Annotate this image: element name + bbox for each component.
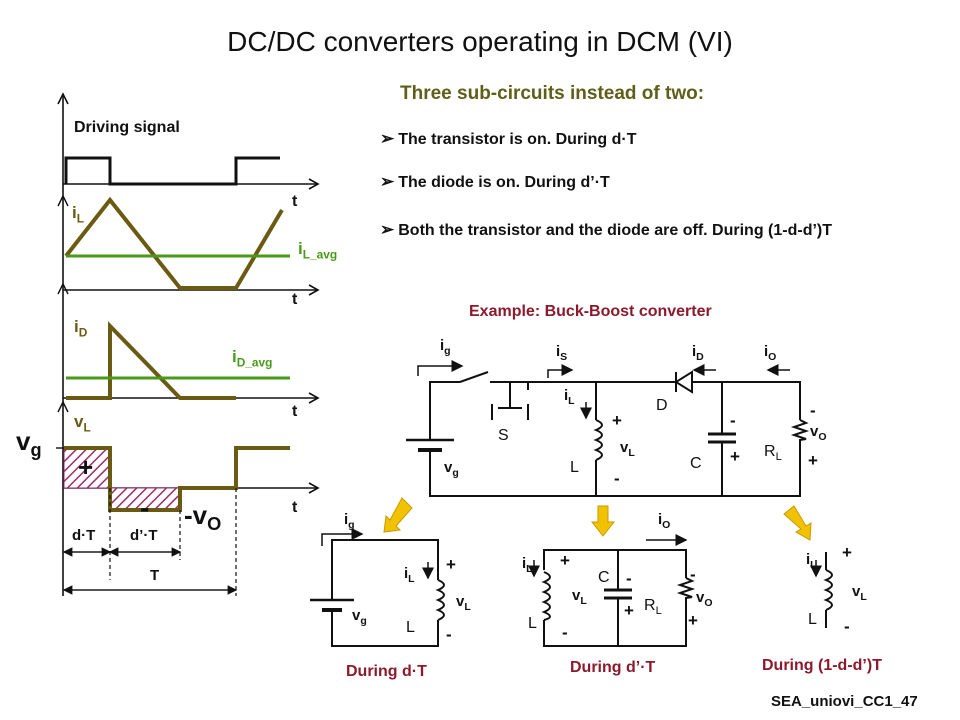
sub3-inductor-label: L [808,611,817,628]
subcircuit-both-off [810,552,833,628]
time-label: t [292,403,298,420]
sub2-il-label: iL [522,555,533,575]
period-label: T [150,567,160,584]
sub1-il-label: iL [404,565,415,585]
switch-label: S [498,427,509,444]
sub2-cap-plus-sign: + [624,601,634,620]
inductor-current-trace [64,196,284,290]
time-label: t [292,193,298,210]
cap-minus-sign: - [730,411,736,430]
id-avg-label: iD_avg [232,347,273,370]
sub2-vl-label: vL [572,587,587,607]
vg-level-label: vg [16,426,42,461]
vl-waveform-label: vL [74,412,91,435]
subcircuit-diode-on [528,534,696,647]
il-label: iL [564,387,575,407]
vl-minus-sign: - [614,469,620,488]
bullet-item: ➢Both the transistor and the diode are o… [380,220,833,239]
section-heading: Three sub-circuits instead of two: [400,83,705,104]
slide-title: DC/DC converters operating in DCM (VI) [227,26,733,57]
driving-signal-label: Driving signal [74,119,180,136]
sub3-il-label: iL [806,551,817,571]
sub3-plus-sign: + [842,543,852,562]
sub3-vl-label: vL [852,583,867,603]
sub1-ig-label: ig [344,511,355,531]
sub2-resistor-label: RL [644,597,662,618]
sub2-vl-minus-sign: - [562,623,568,642]
ig-label: ig [440,337,451,357]
id-label: iD [692,343,704,363]
sub1-plus-sign: + [446,555,456,574]
is-label: iS [556,343,568,363]
resistor-label: RL [764,443,782,464]
il-waveform-label: iL [72,203,84,226]
buck-boost-circuit [406,371,810,497]
vo-plus-sign: + [808,451,818,470]
il-avg-label: iL_avg [298,239,338,262]
sub1-inductor-label: L [406,619,415,636]
example-title: Example: Buck-Boost converter [469,303,712,320]
bullet-item: ➢The diode is on. During d’·T [380,172,610,191]
positive-area-sign: + [78,452,94,482]
vl-label: vL [620,439,635,459]
time-label: t [292,499,298,516]
sub2-vl-plus-sign: + [560,551,570,570]
time-label: t [292,291,298,308]
caption-diode-on: During d’·T [570,659,656,676]
inductor-label: L [570,459,579,476]
capacitor-label: C [690,455,702,472]
bullet-item: ➢The transistor is on. During d·T [380,129,637,148]
sub1-vl-label: vL [456,593,471,613]
sub2-vo-minus-sign: - [690,565,696,584]
dpT-label: d’·T [130,527,158,544]
caption-both-off: During (1-d-d’)T [762,657,882,674]
driving-signal-trace [64,156,280,186]
yellow-pointer-arrows [383,497,812,541]
vo-minus-sign: - [810,401,816,420]
sub2-capacitor-label: C [598,569,610,586]
subcircuit-transistor-on [310,528,445,647]
diode-current-trace [66,321,236,400]
diode-symbol [674,370,693,394]
bullet-arrow-icon: ➢ [380,129,395,148]
caption-transistor-on: During d·T [346,663,427,680]
io-label: iO [764,343,777,363]
vl-plus-sign: + [612,411,622,430]
inductor-voltage-trace [64,446,290,512]
bullet-arrow-icon: ➢ [380,172,395,191]
vo-label: vO [810,423,827,443]
sub2-io-label: iO [658,511,671,531]
sub1-vg-label: vg [352,607,367,627]
sub2-cap-minus-sign: - [626,569,632,588]
sub1-minus-sign: - [446,625,452,644]
vg-label: vg [444,459,459,479]
negative-area-sign: - [140,492,150,523]
cap-plus-sign: + [730,447,740,466]
time-axis [63,178,320,494]
sub3-minus-sign: - [844,617,850,636]
diode-label: D [656,397,668,414]
dT-label: d·T [72,527,96,544]
id-waveform-label: iD [74,317,88,340]
sub2-inductor-label: L [528,615,537,632]
neg-vo-level-label: -vO [184,500,222,535]
sub2-vo-label: vO [696,589,713,609]
slide-footer: SEA_uniovi_CC1_47 [771,693,918,710]
bullet-arrow-icon: ➢ [380,220,395,239]
sub2-vo-plus-sign: + [688,611,698,630]
